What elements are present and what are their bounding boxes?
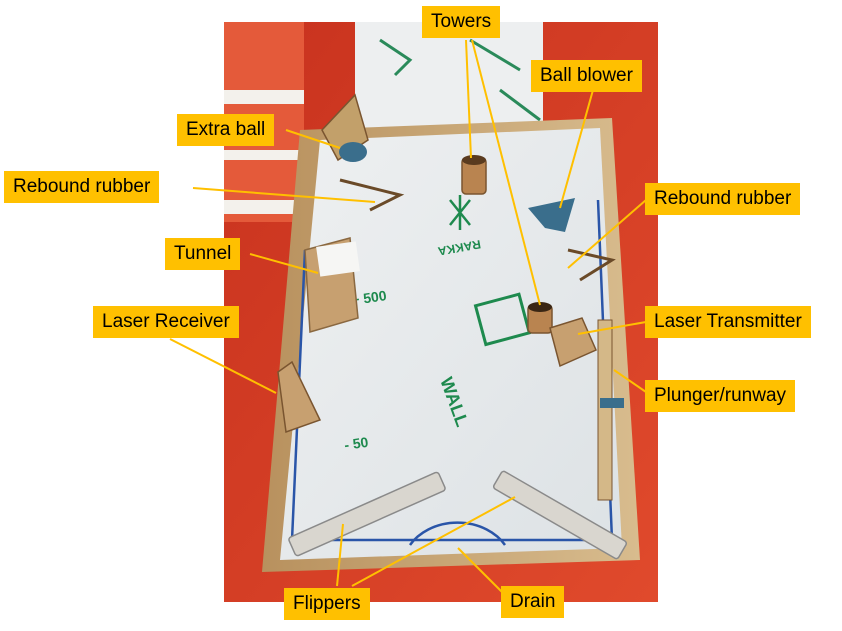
- leader-towers-1: [465, 39, 472, 159]
- leader-lines: [169, 39, 647, 595]
- leader-drain: [457, 547, 505, 595]
- label-laser-receiver: Laser Receiver: [93, 306, 239, 338]
- extra-ball-blob: [339, 142, 367, 162]
- photo: + 500 - 50 WALL RAKKA: [224, 22, 658, 602]
- leader-rebound-left: [192, 187, 376, 203]
- plunger-runway: [597, 319, 613, 501]
- box-left-stripe: [224, 150, 304, 160]
- leader-flippers-right: [351, 496, 516, 587]
- label-flippers: Flippers: [284, 588, 370, 620]
- marker-hatch: [473, 292, 532, 347]
- leader-laser-transmitter: [577, 321, 647, 335]
- label-rebound-rubber-left: Rebound rubber: [4, 171, 160, 203]
- drain-arc: [408, 521, 507, 546]
- rebound-rubber-right-shape: [567, 248, 616, 282]
- marker-star: [449, 195, 471, 230]
- leader-towers-2: [471, 39, 541, 306]
- flipper-right: [492, 470, 628, 560]
- leader-extra-ball: [285, 129, 341, 149]
- leader-flippers-left: [336, 523, 344, 587]
- leader-laser-receiver: [169, 338, 277, 394]
- ball-blower: [528, 198, 575, 232]
- marking-50: - 50: [343, 434, 369, 453]
- leader-ball-blower: [559, 89, 594, 209]
- back-wall-drawing: [379, 38, 541, 122]
- back-wall: [355, 22, 543, 132]
- tunnel-band: [316, 241, 360, 277]
- laser-transmitter-stand: [549, 317, 597, 368]
- leader-tunnel: [249, 253, 319, 274]
- leader-plunger: [613, 369, 647, 393]
- laser-receiver-stand: [277, 360, 322, 434]
- label-laser-transmitter: Laser Transmitter: [645, 306, 811, 338]
- box-left-stripe: [224, 200, 304, 214]
- label-extra-ball: Extra ball: [177, 114, 275, 146]
- rebound-rubber-left-shape: [339, 178, 405, 212]
- tower-mid-rim: [528, 302, 552, 312]
- label-ball-blower: Ball blower: [531, 60, 642, 92]
- label-plunger-runway: Plunger/runway: [645, 380, 796, 412]
- label-towers: Towers: [422, 6, 501, 38]
- box-left-stripe: [224, 90, 304, 104]
- playfield: [280, 128, 622, 560]
- flipper-left: [288, 471, 446, 557]
- leader-rebound-right: [567, 199, 647, 269]
- label-tunnel: Tunnel: [165, 238, 241, 270]
- tower-top-rim: [462, 155, 486, 165]
- label-drain: Drain: [501, 586, 565, 618]
- marking-500: + 500: [350, 287, 388, 308]
- label-rebound-rubber-right: Rebound rubber: [645, 183, 801, 215]
- plunger-knob: [600, 398, 624, 408]
